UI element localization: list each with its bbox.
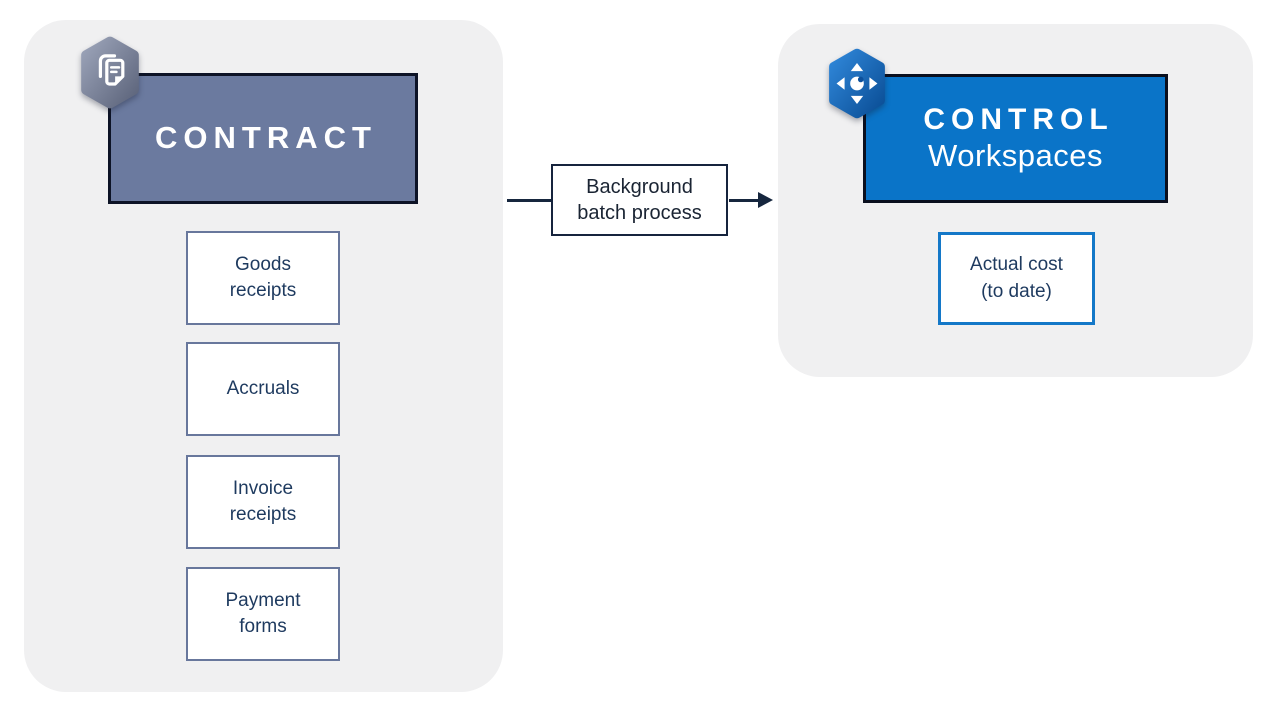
control-badge: [826, 47, 888, 120]
connector-line-left: [507, 199, 551, 202]
invoice-receipts-box: Invoice receipts: [186, 455, 340, 549]
documents-icon: [81, 36, 139, 109]
navigation-control-icon: [829, 48, 885, 119]
actual-cost-box: Actual cost (to date): [938, 232, 1095, 325]
control-title: CONTROL: [923, 103, 1114, 137]
arrowhead-icon: [758, 192, 773, 208]
control-subtitle: Workspaces: [928, 138, 1103, 174]
contract-title: CONTRACT: [155, 120, 377, 156]
accruals-box: Accruals: [186, 342, 340, 436]
payment-forms-box: Payment forms: [186, 567, 340, 661]
contract-badge: [77, 36, 143, 109]
contract-header-box: CONTRACT: [108, 73, 418, 204]
connector-line-right: [729, 199, 760, 202]
connector-label-box: Background batch process: [551, 164, 728, 236]
goods-receipts-box: Goods receipts: [186, 231, 340, 325]
control-header-box: CONTROL Workspaces: [863, 74, 1168, 203]
